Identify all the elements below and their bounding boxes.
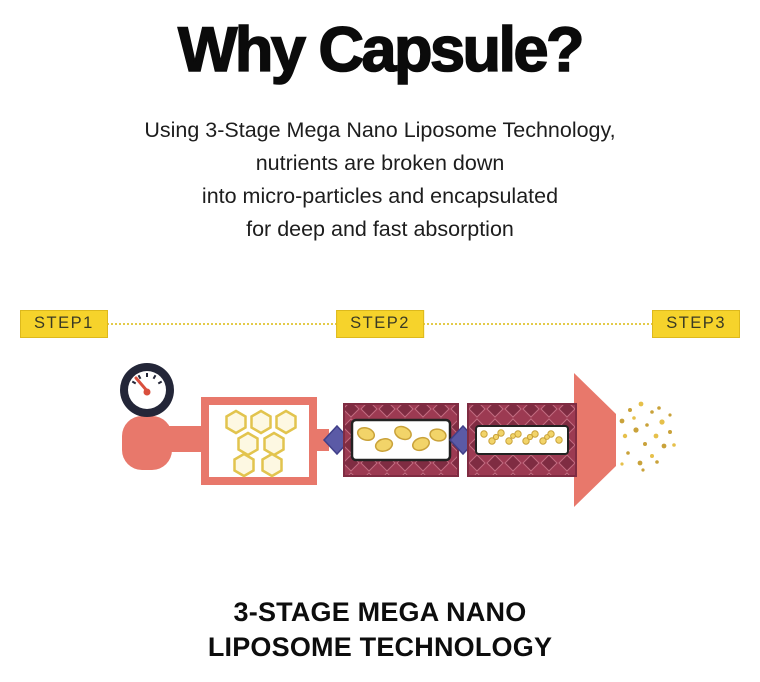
caption-line: 3-STAGE MEGA NANO (233, 597, 527, 628)
machine-illustration-wrap (0, 346, 760, 551)
nano-tube-1 (343, 403, 459, 478)
step2-badge: STEP2 (336, 310, 424, 339)
liposome-particles (356, 425, 447, 452)
subtitle-line: for deep and fast absorption (246, 217, 514, 242)
page-title: Why Capsule? (177, 15, 585, 85)
mixing-chamber (201, 397, 329, 486)
nano-tube-2 (467, 403, 577, 478)
caption-line: LIPOSOME TECHNOLOGY (207, 632, 553, 663)
steps-row: STEP1 STEP2 STEP3 (0, 310, 760, 340)
subtitle-line: nutrients are broken down (255, 151, 505, 176)
subtitle: Using 3-Stage Mega Nano Liposome Technol… (0, 114, 760, 246)
subtitle-line: into micro-particles and encapsulated (201, 184, 559, 209)
spray-nozzle (574, 373, 616, 508)
step3-badge: STEP3 (652, 310, 740, 339)
step1-badge: STEP1 (20, 310, 108, 339)
machine-illustration (120, 363, 676, 508)
inlet-pipe (122, 410, 212, 471)
dispersed-particles (619, 401, 676, 472)
pressure-gauge-icon (120, 363, 174, 418)
subtitle-line: Using 3-Stage Mega Nano Liposome Technol… (144, 118, 616, 143)
micro-particles (480, 429, 563, 445)
bottom-caption: 3-STAGE MEGA NANO LIPOSOME TECHNOLOGY (0, 595, 760, 665)
